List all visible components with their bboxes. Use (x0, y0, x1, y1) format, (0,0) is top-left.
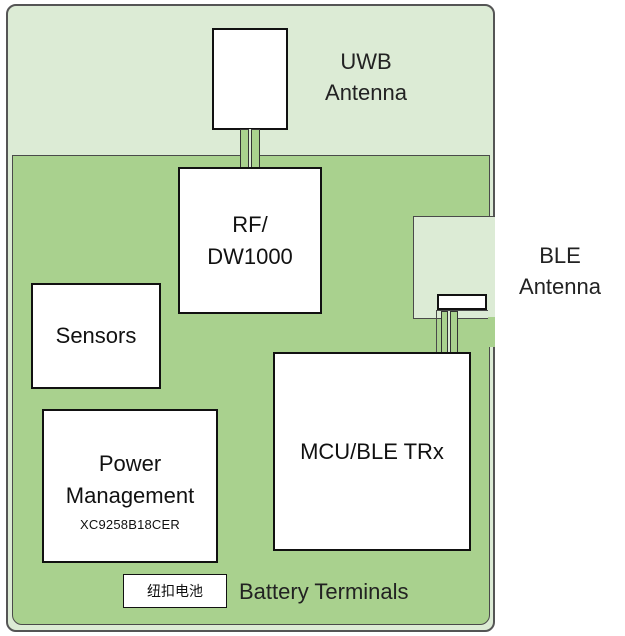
ble-feed-gap (447, 311, 451, 354)
power-management-block: Power Management XC9258B18CER (42, 409, 218, 563)
ble-antenna-element (437, 294, 487, 310)
mcu-ble-block: MCU/BLE TRx (273, 352, 471, 551)
ble-ground-outline (436, 310, 488, 355)
coin-cell-label: 纽扣电池 (147, 583, 203, 599)
ble-antenna-label: BLE Antenna (519, 243, 601, 300)
power-block-label: Power Management (65, 450, 195, 508)
power-part-number: XC9258B18CER (80, 517, 180, 533)
uwb-feed-gap (248, 129, 252, 169)
ble-keepout-edge (488, 317, 495, 347)
coin-cell-box: 纽扣电池 (123, 574, 227, 608)
battery-terminals-label: Battery Terminals (239, 579, 409, 604)
uwb-antenna-label: UWB Antenna (325, 49, 407, 106)
mcu-block-label: MCU/BLE TRx (300, 438, 444, 464)
uwb-antenna-element (212, 28, 288, 130)
rf-dw1000-block: RF/ DW1000 (178, 167, 322, 314)
sensors-block: Sensors (31, 283, 161, 389)
sensors-block-label: Sensors (55, 323, 137, 349)
rf-block-label: RF/ DW1000 (207, 211, 293, 269)
